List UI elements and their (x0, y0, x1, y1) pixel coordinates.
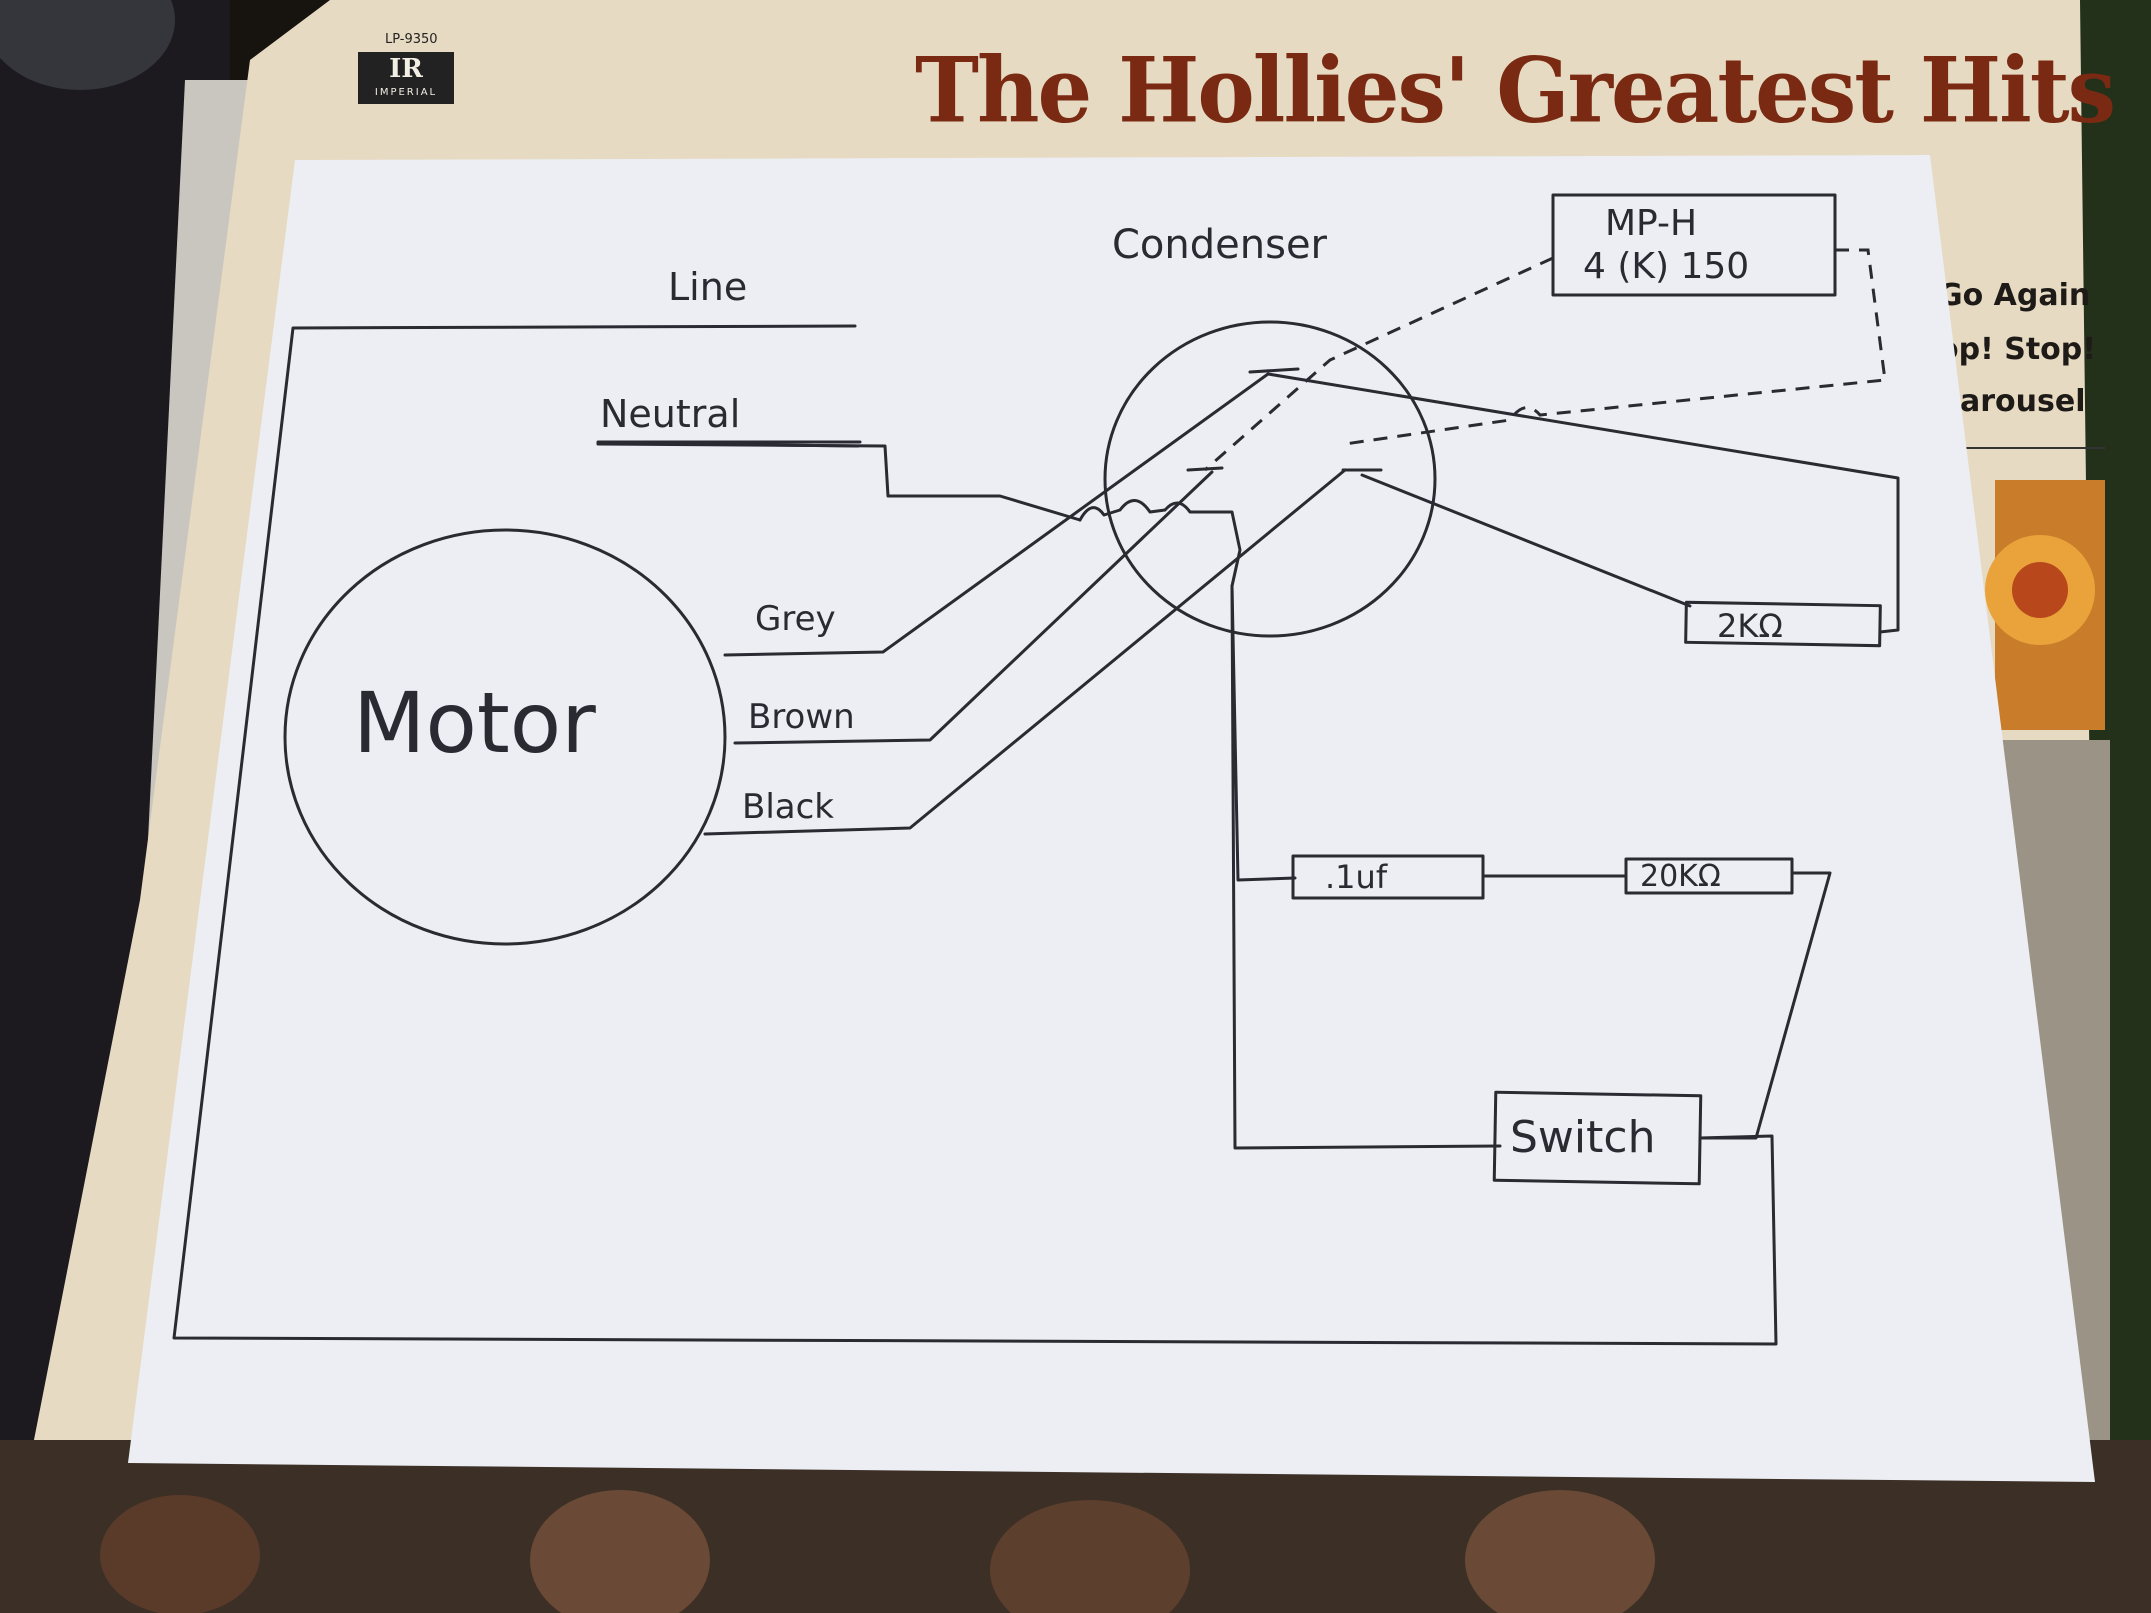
resistor-2k-wire (1360, 473, 1692, 608)
label-mp-h: MP-H (1605, 203, 1697, 244)
album-track-3: Carousel (1938, 384, 2086, 419)
label-2k-ohm: 2KΩ (1717, 607, 1783, 645)
logo-letters: IR (389, 54, 423, 84)
album-catalog-number: LP-9350 (385, 32, 438, 47)
switch-box (1492, 1090, 1703, 1186)
mp-h-box (1551, 193, 1837, 297)
condenser-to-switch-wire (1230, 584, 1502, 1150)
album-track-2: op! Stop! (1938, 332, 2096, 367)
motor-circle (283, 528, 727, 946)
label-brown: Brown (748, 697, 855, 737)
album-track-1: Go Again (1938, 278, 2091, 313)
imperial-records-logo: IR IMPERIAL (358, 52, 454, 104)
album-title: The Hollies' Greatest Hits (915, 37, 2116, 144)
label-20k-ohm: 20KΩ (1640, 859, 1721, 894)
condenser-circle (1103, 320, 1437, 638)
paper-sheet (128, 155, 2095, 1482)
condenser-branch-wire (1230, 584, 1297, 882)
label-switch: Switch (1510, 1112, 1655, 1163)
line-wire (172, 324, 1778, 1346)
neutral-wire (596, 442, 1082, 522)
top-terminal-wire (1266, 372, 1900, 634)
resistor-to-switch-wire (1698, 871, 1832, 1140)
mp-h-dashed-lead-1 (1204, 256, 1554, 472)
label-line: Line (668, 265, 747, 309)
resistor-2k-box (1684, 600, 1882, 648)
label-capacitor: .1uf (1325, 858, 1388, 896)
black-wire (703, 468, 1347, 836)
brown-wire (733, 470, 1214, 745)
condenser-terminal-1 (1248, 367, 1300, 374)
neutral-crossing-hops (1078, 499, 1242, 588)
label-grey: Grey (755, 599, 836, 639)
resistor-20k-box (1624, 857, 1794, 895)
label-motor: Motor (353, 674, 596, 772)
grey-wire (723, 372, 1270, 657)
label-black: Black (742, 787, 834, 827)
label-neutral: Neutral (600, 392, 740, 436)
label-condenser: Condenser (1112, 222, 1328, 268)
label-mp-h-rating: 4 (K) 150 (1583, 246, 1749, 287)
logo-subtitle: IMPERIAL (374, 87, 438, 98)
